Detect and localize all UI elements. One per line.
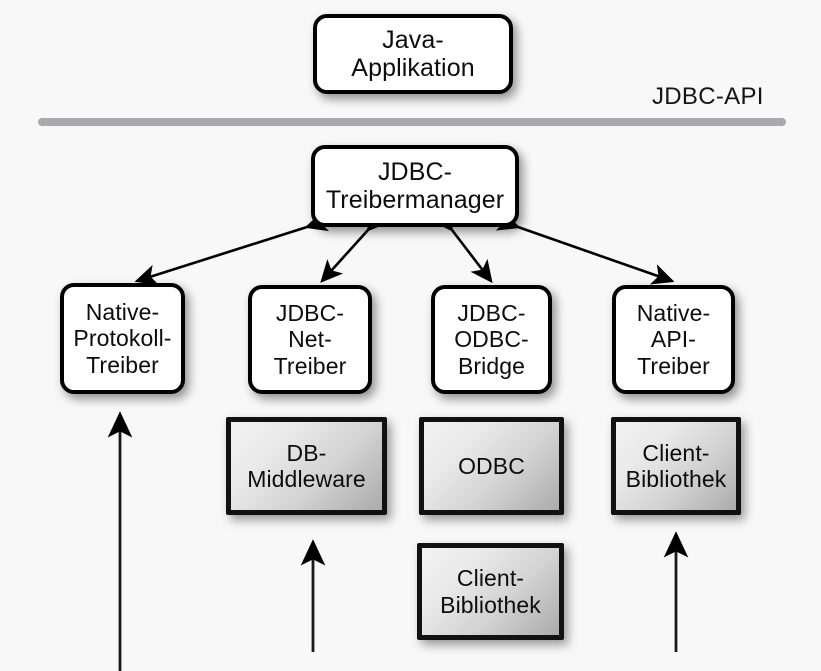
- arrow-treibermanager-jdbc-odbc: [431, 207, 493, 284]
- arrow-treibermanager-jdbc-net: [320, 208, 390, 283]
- node-jdbc-odbc-bridge-label: JDBC- ODBC- Bridge: [454, 300, 529, 379]
- node-native-api-treiber-label: Native- API- Treiber: [636, 300, 711, 379]
- node-jdbc-treibermanager-label: JDBC- Treibermanager: [325, 157, 505, 215]
- node-client-bibliothek-mid[interactable]: Client- Bibliothek: [417, 543, 564, 640]
- node-native-api-treiber[interactable]: Native- API- Treiber: [612, 285, 735, 394]
- jdbc-api-label: JDBC-API: [652, 83, 764, 110]
- arrow-treibermanager-native-api: [495, 210, 675, 285]
- node-db-middleware[interactable]: DB- Middleware: [226, 417, 387, 515]
- node-client-bibliothek-right-label: Client- Bibliothek: [625, 439, 727, 492]
- node-odbc-label: ODBC: [458, 452, 525, 479]
- node-client-bibliothek-mid-label: Client- Bibliothek: [440, 565, 541, 618]
- node-db-middleware-label: DB- Middleware: [247, 439, 366, 492]
- node-native-protokoll-treiber[interactable]: Native- Protokoll- Treiber: [60, 283, 185, 394]
- arrow-treibermanager-native-protokoll: [134, 210, 330, 286]
- node-java-applikation[interactable]: Java- Applikation: [313, 14, 513, 94]
- node-odbc[interactable]: ODBC: [419, 417, 564, 515]
- node-client-bibliothek-right[interactable]: Client- Bibliothek: [611, 417, 741, 515]
- node-java-applikation-label: Java- Applikation: [351, 25, 475, 83]
- node-jdbc-net-treiber-label: JDBC- Net- Treiber: [273, 300, 347, 379]
- node-jdbc-net-treiber[interactable]: JDBC- Net- Treiber: [248, 285, 372, 394]
- node-jdbc-treibermanager[interactable]: JDBC- Treibermanager: [311, 145, 519, 227]
- node-jdbc-odbc-bridge[interactable]: JDBC- ODBC- Bridge: [431, 285, 552, 394]
- node-native-protokoll-treiber-label: Native- Protokoll- Treiber: [73, 299, 172, 378]
- jdbc-api-divider-line: [38, 118, 786, 126]
